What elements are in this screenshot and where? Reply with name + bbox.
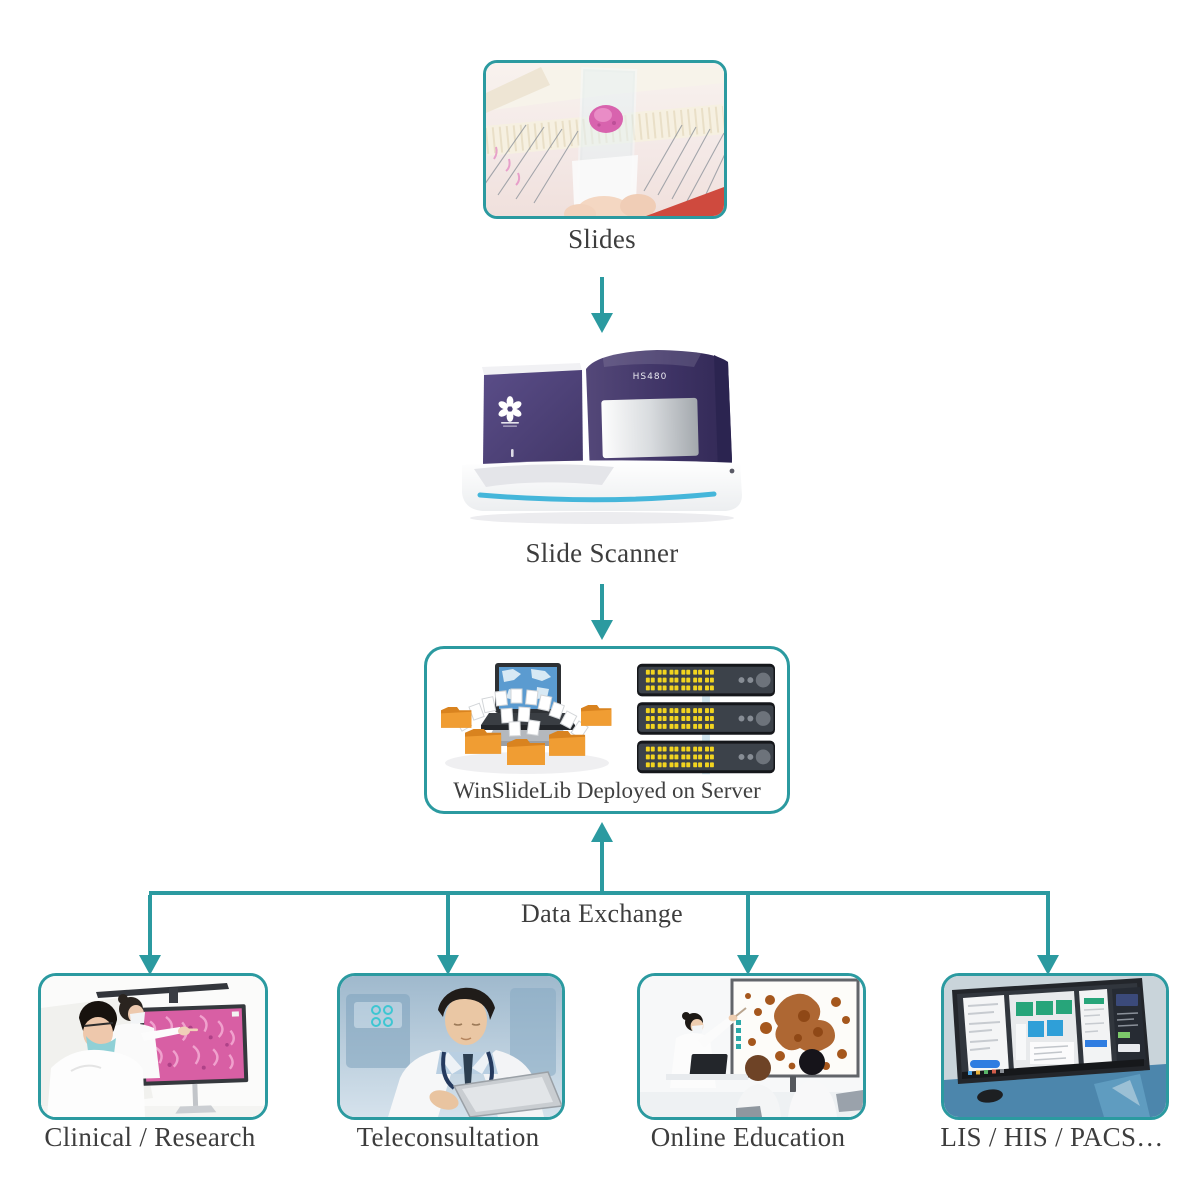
data-exchange-connector (149, 891, 1050, 895)
students-figures (735, 1049, 863, 1117)
scanner-power-mark (511, 449, 514, 457)
scanner-model-text: HS480 (633, 372, 668, 382)
scanner-label: Slide Scanner (525, 538, 679, 568)
scanner-base (462, 460, 742, 511)
arrow-exchange-to-server (591, 822, 613, 891)
lis-his-pacs-photo (941, 973, 1169, 1120)
scanner-blue-stripe (477, 491, 717, 503)
instructor-laptop (689, 1054, 728, 1076)
scanner-left-module (482, 363, 583, 469)
arrow-slides-to-scanner (591, 277, 613, 333)
lis-his-pacs-label: LIS / HIS / PACS… (940, 1122, 1164, 1152)
online-education-label: Online Education (650, 1122, 846, 1152)
hand (564, 194, 656, 216)
arrow-scanner-to-server (591, 584, 613, 640)
server-label: WinSlideLib Deployed on Server (453, 778, 761, 803)
clinical-research-label: Clinical / Research (44, 1122, 256, 1152)
slide-box-lid (486, 63, 724, 111)
doctor-with-tablet (388, 987, 562, 1117)
mouse-icon (977, 1089, 1003, 1103)
laptop-folders-icon (437, 659, 619, 779)
slides-label: Slides (568, 224, 636, 254)
arrow-to-lis-his-pacs (1037, 895, 1059, 975)
scanner-shadow (470, 512, 734, 524)
server-rack-icon (637, 663, 775, 775)
scanner-window (601, 397, 699, 459)
slide-rack-slots (486, 124, 724, 208)
scanner-right-module: HS480 (586, 348, 732, 474)
clinical-research-photo (38, 973, 268, 1120)
clinician-seated (47, 1000, 145, 1117)
slides-illustration (486, 63, 724, 216)
scanner-flower-logo (498, 396, 522, 427)
stethoscope-icon (441, 1051, 456, 1090)
teleconsultation-photo (337, 973, 565, 1120)
slide-label (572, 155, 638, 205)
lab-background (346, 988, 556, 1076)
slide-scanner-illustration: HS480 (462, 348, 742, 524)
molecule-icons (371, 1005, 393, 1027)
arrow-to-teleconsultation (437, 895, 459, 975)
teleconsultation-label: Teleconsultation (356, 1122, 540, 1152)
online-education-photo (637, 973, 866, 1120)
slides-photo (483, 60, 727, 219)
tissue-specimen (589, 105, 623, 133)
lis-monitor-icon (952, 978, 1150, 1084)
arrow-to-clinical-research (139, 895, 161, 975)
red-tray-edge (646, 187, 724, 216)
slide-scanner-image: HS480 (452, 337, 748, 527)
data-exchange-label: Data Exchange (521, 899, 683, 928)
server-box: WinSlideLib Deployed on Server (424, 646, 790, 814)
arrow-to-online-education (737, 895, 759, 975)
ceiling-light (96, 983, 229, 998)
